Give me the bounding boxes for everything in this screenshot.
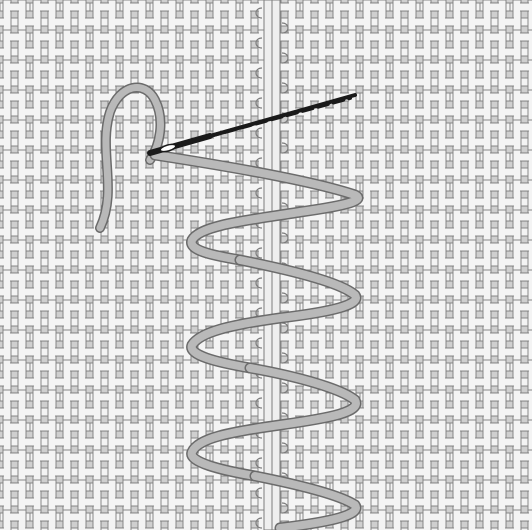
left-canvas-piece <box>0 0 272 530</box>
left-canvas-weave <box>0 0 272 530</box>
right-canvas-piece <box>272 0 532 530</box>
right-canvas-weave <box>272 0 532 530</box>
